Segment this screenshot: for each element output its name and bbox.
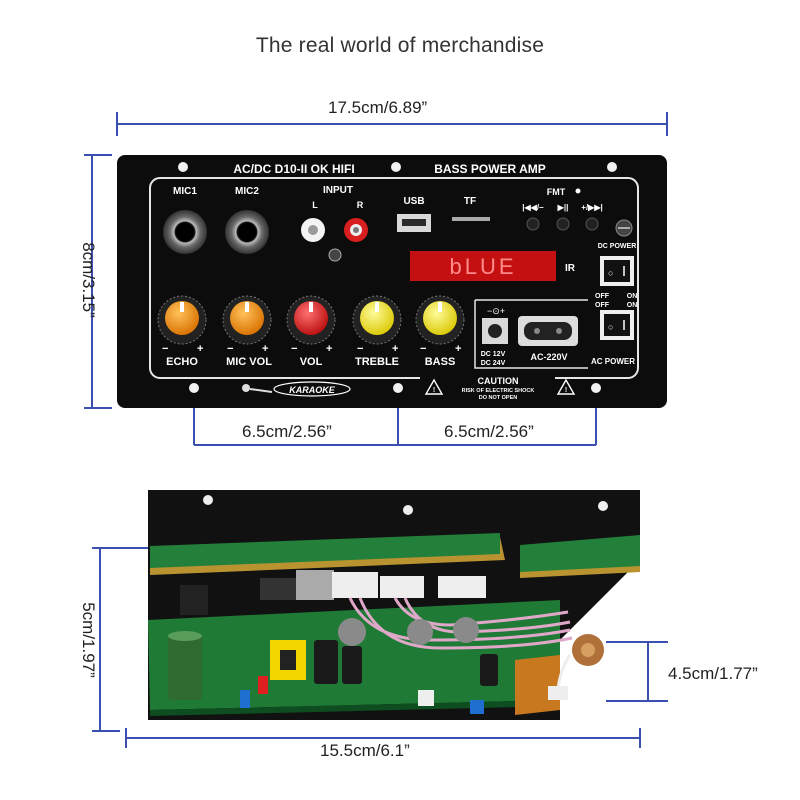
warning-icon: !: [556, 378, 576, 395]
dim-board-height-label: 5cm/1.97”: [79, 602, 98, 678]
bass-plus: +: [455, 343, 461, 355]
mic2-label: MIC2: [235, 186, 259, 197]
vol-knob[interactable]: [286, 295, 336, 345]
echo-minus: −: [162, 343, 168, 355]
mount-hole: [203, 495, 213, 505]
prev-button[interactable]: [526, 217, 540, 231]
ir-label: IR: [565, 263, 576, 274]
prev-label: |◀◀/−: [522, 203, 544, 212]
caution-title: CAUTION: [478, 376, 519, 386]
usb-label: USB: [403, 196, 424, 207]
svg-text:−⊙+: −⊙+: [487, 306, 505, 316]
display-text: bLUE: [449, 254, 516, 279]
panel-title-left: AC/DC D10-II OK HIFI: [233, 162, 354, 176]
dim-board-depth-label: 4.5cm/1.77”: [668, 664, 758, 683]
vol-minus: −: [291, 343, 297, 355]
dim-width-label: 17.5cm/6.89”: [328, 98, 428, 117]
capacitor: [168, 636, 202, 700]
dim-board-width-label: 15.5cm/6.1”: [320, 741, 410, 760]
karaoke-label: KARAOKE: [289, 385, 335, 395]
svg-text:!: !: [565, 387, 567, 394]
caution-line-1: RISK OF ELECTRIC SHOCK: [462, 388, 535, 394]
mount-hole: [598, 501, 608, 511]
dimension-lines-top: [84, 112, 668, 446]
knob-label-mic-vol: MIC VOL: [226, 356, 272, 368]
warning-icon: !: [424, 378, 444, 395]
ac-off-label: OFF: [595, 302, 610, 309]
dim-height-label: 8cm/3.15”: [79, 242, 98, 318]
echo-knob[interactable]: [157, 295, 207, 345]
mount-hole: [591, 383, 601, 393]
ac-on-label: ON: [627, 302, 638, 309]
microphone-icon: [242, 384, 273, 393]
dc-input-label-2: DC 24V: [481, 360, 506, 367]
knob-label-bass: BASS: [425, 356, 456, 368]
mount-hole: [403, 505, 413, 515]
svg-text:!: !: [433, 387, 435, 394]
dc-power-label: DC POWER: [598, 243, 637, 250]
mic1-label: MIC1: [173, 186, 197, 197]
treble-minus: −: [357, 343, 363, 355]
mount-hole: [391, 162, 401, 172]
knob-label-vol: VOL: [300, 356, 323, 368]
led-display: [410, 251, 556, 281]
page-headline: The real world of merchandise: [255, 34, 545, 57]
input-right-label: R: [357, 200, 364, 210]
mount-hole: [607, 162, 617, 172]
tf-label: TF: [464, 196, 476, 207]
dc-off-label: OFF: [595, 293, 610, 300]
knob-label-treble: TREBLE: [355, 356, 399, 368]
amplifier-board: [148, 490, 640, 720]
fmt-label: FMT: [547, 187, 566, 197]
dim-spacing-left-label: 6.5cm/2.56”: [242, 422, 332, 441]
knob-label-echo: ECHO: [166, 356, 198, 368]
mount-hole: [393, 383, 403, 393]
ac-input-label: AC-220V: [530, 352, 567, 362]
front-panel: AC/DC D10-II OK HIFI BASS POWER AMP MIC1…: [117, 155, 667, 408]
treble-knob[interactable]: [352, 295, 402, 345]
treble-plus: +: [392, 343, 398, 355]
next-button[interactable]: [585, 217, 599, 231]
vol-plus: +: [326, 343, 332, 355]
panel-title-right: BASS POWER AMP: [434, 162, 546, 176]
bass-knob[interactable]: [415, 295, 465, 345]
ac-power-label: AC POWER: [591, 357, 635, 366]
play-label: ▶||: [557, 203, 569, 212]
bass-minus: −: [420, 343, 426, 355]
next-label: +/▶▶|: [581, 203, 602, 212]
mount-hole: [178, 162, 188, 172]
heatsink: [180, 585, 208, 615]
echo-plus: +: [197, 343, 203, 355]
mic-vol-knob[interactable]: [222, 295, 272, 345]
knob-row: [157, 295, 465, 345]
play-pause-button[interactable]: [556, 217, 570, 231]
mic-vol-plus: +: [262, 343, 268, 355]
mic-vol-minus: −: [227, 343, 233, 355]
svg-text:○: ○: [608, 322, 613, 332]
input-label: INPUT: [323, 185, 353, 196]
dim-spacing-right-label: 6.5cm/2.56”: [444, 422, 534, 441]
ir-sensor: [328, 248, 342, 262]
mount-hole: [189, 383, 199, 393]
dc-on-label: ON: [627, 293, 638, 300]
tf-card-slot[interactable]: [452, 217, 490, 221]
caution-line-2: DO NOT OPEN: [479, 395, 518, 401]
input-left-label: L: [312, 200, 318, 210]
svg-text:○: ○: [608, 268, 613, 278]
dc-input-label-1: DC 12V: [481, 351, 506, 358]
